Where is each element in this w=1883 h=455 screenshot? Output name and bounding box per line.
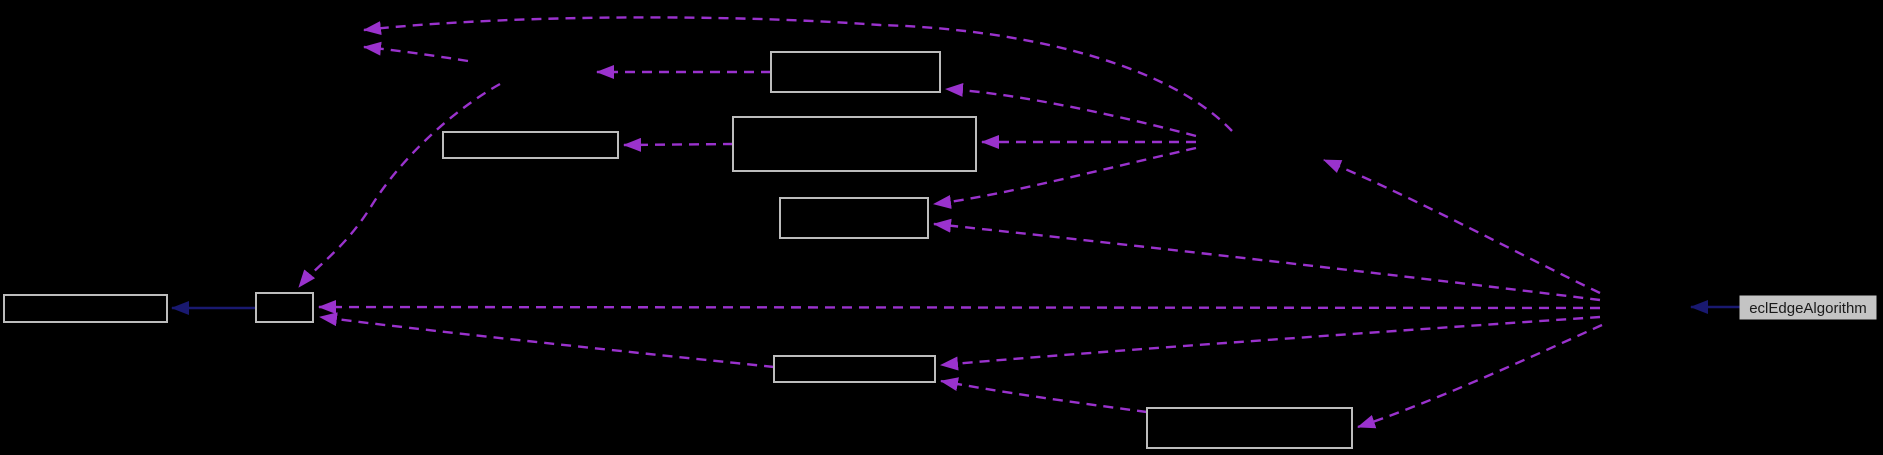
unlabeled-node-bottom-right[interactable] <box>1146 407 1353 449</box>
unlabeled-node-mid[interactable] <box>779 197 929 239</box>
usage-edge-hub-to-node-mid <box>933 218 1601 302</box>
unlabeled-node-far-left[interactable] <box>3 294 168 323</box>
node-ecledgealgorithm-label: eclEdgeAlgorithm <box>1749 300 1867 317</box>
usage-edge-bottom-right-to-bottom-mid <box>940 377 1148 414</box>
unlabeled-node-bottom-mid[interactable] <box>773 355 936 383</box>
usage-edge-to-topleft-lower <box>363 41 469 63</box>
unlabeled-node-large[interactable] <box>732 116 977 172</box>
usage-edge-junction-to-node-mid <box>933 146 1197 209</box>
unlabeled-node-top[interactable] <box>770 51 941 93</box>
usage-edge-hub-to-node-bottom-right <box>1357 323 1603 429</box>
node-ecledgealgorithm[interactable]: eclEdgeAlgorithm <box>1739 295 1877 320</box>
usage-edge-hub-to-node-small <box>318 300 1601 315</box>
usage-edge-arc-to-node-small-top <box>298 82 501 288</box>
usage-edge-junction-to-node-top <box>945 82 1197 138</box>
unlabeled-node-left-mid[interactable] <box>442 131 619 159</box>
usage-edge-bottom-mid-to-node-small <box>319 312 775 369</box>
unlabeled-node-small[interactable] <box>255 292 314 323</box>
usage-edge-node-large-to-node-left-mid <box>623 137 734 152</box>
node-ecledgealgorithm-box[interactable] <box>1739 295 1877 320</box>
usage-edge-hub-to-node-bottom-mid <box>940 315 1601 371</box>
usage-edge-hub-to-junction <box>1323 158 1601 295</box>
